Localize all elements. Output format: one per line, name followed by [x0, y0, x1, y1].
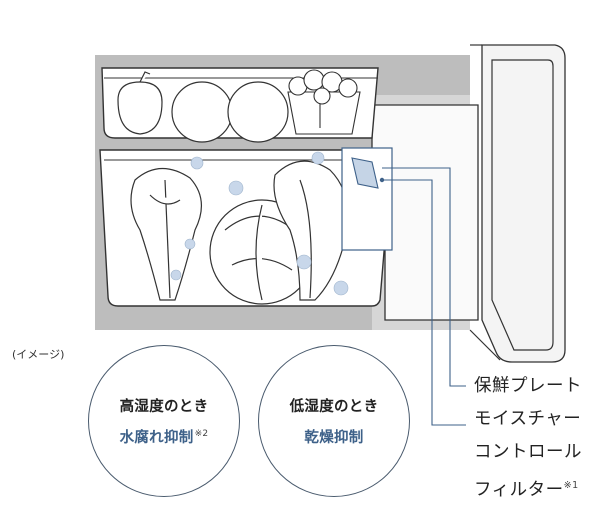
callout-lines — [382, 167, 466, 426]
round-vegetable — [171, 81, 233, 143]
bell-pepper — [117, 71, 163, 135]
high-humidity-badge: 高湿度のとき 水腐れ抑制※2 — [88, 345, 240, 497]
label-line: コントロール — [474, 442, 582, 462]
badge-effect: 乾燥抑制 — [304, 430, 364, 446]
bok-choy — [130, 167, 202, 301]
filter-product-label: 保鮮プレート モイスチャー コントロール フィルター※1 — [474, 370, 582, 507]
badge-condition: 低湿度のとき — [289, 399, 379, 415]
badge-effect: 水腐れ抑制※2 — [119, 429, 209, 446]
footnote-mark: ※1 — [563, 480, 579, 491]
label-line: フィルター※1 — [474, 479, 579, 500]
round-vegetable — [227, 81, 289, 143]
leafy-greens — [273, 160, 349, 301]
badge-condition: 高湿度のとき — [119, 399, 209, 415]
low-humidity-badge: 低湿度のとき 乾燥抑制 — [258, 345, 410, 497]
freshness-filter-plate — [351, 157, 379, 189]
moisture-bubbles — [170, 151, 349, 296]
image-caption: (イメージ) — [12, 348, 65, 361]
label-line: 保鮮プレート — [474, 376, 582, 396]
label-line: モイスチャー — [474, 409, 582, 429]
fridge-door — [481, 44, 566, 363]
door-inner-panel — [491, 59, 554, 351]
footnote-mark: ※2 — [194, 429, 209, 440]
broccoli-in-basket — [287, 69, 361, 135]
